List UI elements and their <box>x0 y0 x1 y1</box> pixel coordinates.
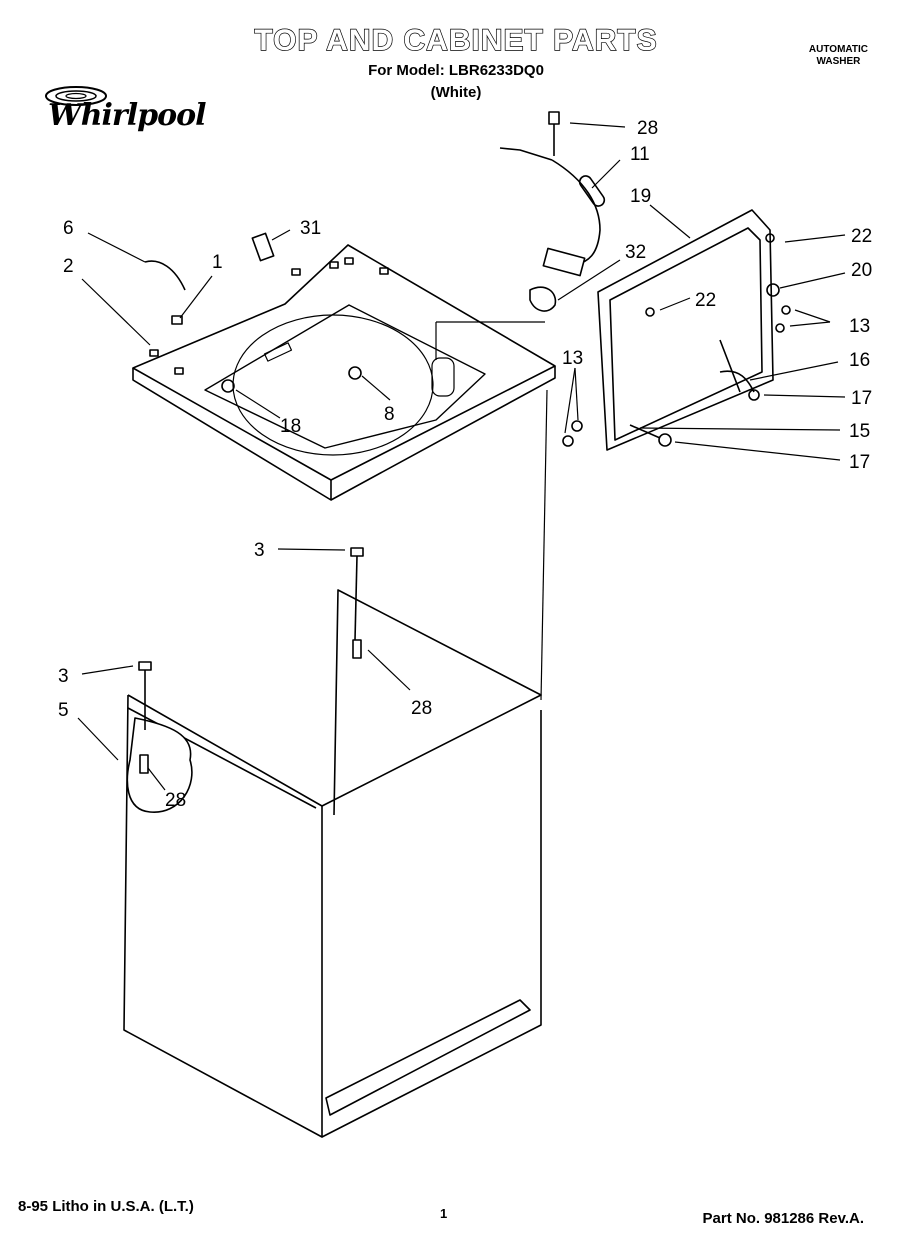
model-line: For Model: LBR6233DQ0 <box>368 62 544 79</box>
callout-3: 3 <box>254 540 265 561</box>
callout-5: 5 <box>58 700 69 721</box>
callout-17: 17 <box>851 388 872 409</box>
callout-11: 11 <box>630 144 650 165</box>
hardware-parts <box>138 111 791 774</box>
callout-28b: 28 <box>411 698 432 719</box>
page-title: TOP AND CABINET PARTS <box>254 23 658 57</box>
wire-harness <box>499 147 606 312</box>
callout-28c: 28 <box>165 790 186 811</box>
leader-lines <box>77 122 846 791</box>
product-type-line1: AUTOMATIC <box>808 44 868 55</box>
page-number: 1 <box>440 1206 448 1221</box>
callout-1: 1 <box>212 252 223 273</box>
callout-6: 6 <box>63 218 74 239</box>
callout-17b: 17 <box>849 452 870 473</box>
callout-8: 8 <box>384 404 395 425</box>
top-panel <box>132 244 556 501</box>
callout-numbers: 28 11 19 6 31 22 2 1 32 20 22 13 13 16 8… <box>58 118 872 811</box>
litho-note: 8-95 Litho in U.S.A. (L.T.) <box>18 1198 194 1215</box>
callout-18: 18 <box>280 416 301 437</box>
callout-19: 19 <box>630 186 651 207</box>
cabinet <box>123 389 548 1138</box>
callout-3b: 3 <box>58 666 69 687</box>
callout-13b: 13 <box>562 348 583 369</box>
logo-text: Whirlpool <box>48 98 206 133</box>
callout-2: 2 <box>63 256 74 277</box>
logo-swirl-icon <box>45 86 107 106</box>
callout-32: 32 <box>625 242 646 263</box>
callout-16: 16 <box>849 350 870 371</box>
color-line: (White) <box>430 84 482 101</box>
callout-22b: 22 <box>695 290 716 311</box>
product-type-line2: WASHER <box>816 56 861 67</box>
callout-20: 20 <box>851 260 872 281</box>
whirlpool-logo: Whirlpool <box>28 78 206 158</box>
callout-13: 13 <box>849 316 870 337</box>
callout-28: 28 <box>637 118 658 139</box>
callout-15: 15 <box>849 421 870 442</box>
callout-22: 22 <box>851 226 872 247</box>
product-type: AUTOMATIC WASHER <box>809 44 868 68</box>
callout-31: 31 <box>300 218 321 239</box>
lid <box>597 209 774 451</box>
part-number: Part No. 981286 Rev.A. <box>702 1210 864 1227</box>
